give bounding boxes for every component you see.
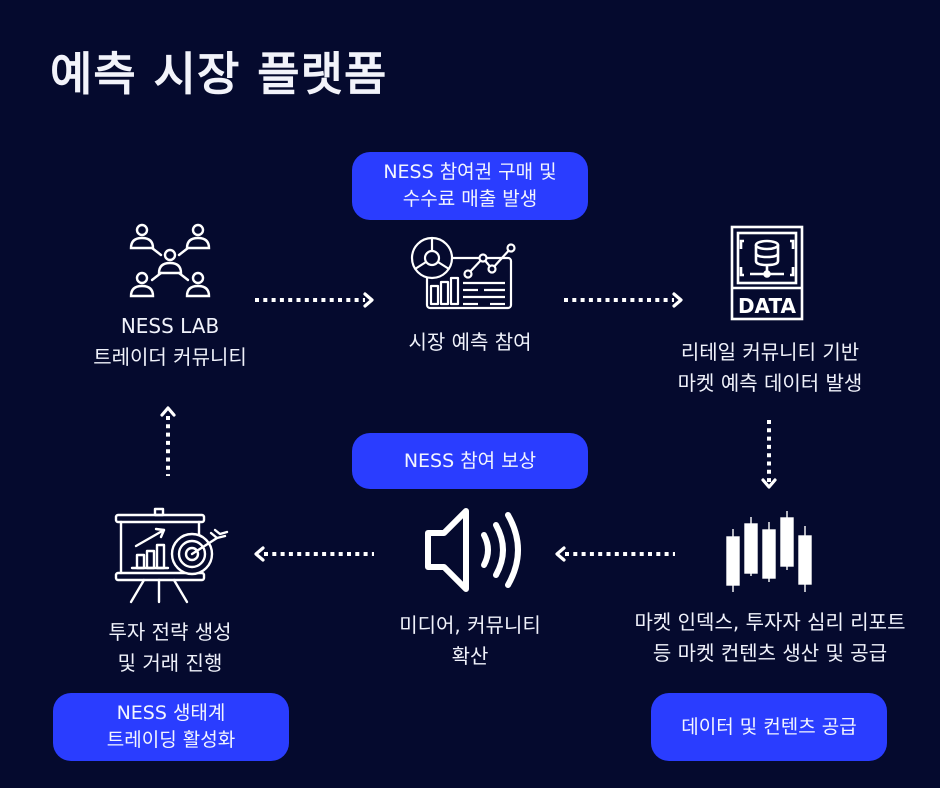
node-media-line1: 미디어, 커뮤니티 [399, 613, 541, 637]
pill-ecosystem-trading: NESS 생태계 트레이딩 활성화 [53, 693, 289, 761]
node-data-label: 리테일 커뮤니티 기반 마켓 예측 데이터 발생 [640, 337, 900, 399]
arrow-prediction-to-data [562, 292, 686, 308]
pill-reward-line1: NESS 참여 보상 [403, 449, 537, 472]
node-prediction-label: 시장 예측 참여 [370, 327, 570, 358]
candlestick-chart-icon [725, 510, 815, 596]
node-media-label: 미디어, 커뮤니티 확산 [370, 610, 570, 672]
pill-data-content-supply: 데이터 및 컨텐츠 공급 [651, 693, 887, 761]
node-content-line2: 등 마켓 컨텐츠 생산 및 공급 [652, 641, 888, 665]
node-strategy-line1: 투자 전략 생성 [108, 620, 232, 644]
presentation-target-icon [114, 507, 230, 604]
node-content-label: 마켓 인덱스, 투자자 심리 리포트 등 마켓 컨텐츠 생산 및 공급 [600, 607, 940, 669]
pill-purchase-revenue: NESS 참여권 구매 및 수수료 매출 발생 [352, 152, 588, 220]
node-content-line1: 마켓 인덱스, 투자자 심리 리포트 [634, 610, 906, 634]
speaker-volume-icon [424, 505, 524, 595]
pill-ecosystem-line1: NESS 생태계 [116, 702, 226, 724]
node-community-line2: 트레이더 커뮤니티 [93, 345, 247, 369]
pill-purchase-line2: 수수료 매출 발생 [402, 188, 538, 210]
data-database-icon: DATA [730, 225, 804, 321]
node-community-line1: NESS LAB [120, 314, 220, 338]
node-data-line2: 마켓 예측 데이터 발생 [677, 371, 863, 395]
node-prediction-line1: 시장 예측 참여 [408, 330, 532, 354]
node-strategy-label: 투자 전략 생성 및 거래 진행 [70, 617, 270, 679]
arrow-data-to-content [761, 418, 777, 492]
pill-purchase-line1: NESS 참여권 구매 및 [383, 161, 557, 183]
arrow-community-to-prediction [253, 292, 377, 308]
node-community-label: NESS LAB 트레이더 커뮤니티 [70, 311, 270, 373]
pill-supply-line1: 데이터 및 컨텐츠 공급 [681, 715, 857, 738]
pill-participation-reward: NESS 참여 보상 [352, 433, 588, 489]
arrow-content-to-media [553, 546, 677, 562]
node-media-line2: 확산 [451, 644, 489, 668]
page-title: 예측 시장 플랫폼 [50, 47, 388, 101]
data-icon-text: DATA [738, 294, 797, 318]
pill-ecosystem-line2: 트레이딩 활성화 [106, 729, 236, 751]
network-people-icon [128, 222, 212, 300]
dashboard-analytics-icon [408, 236, 516, 310]
node-strategy-line2: 및 거래 진행 [117, 651, 223, 675]
arrow-media-to-strategy [252, 546, 376, 562]
node-data-line1: 리테일 커뮤니티 기반 [680, 340, 860, 364]
arrow-strategy-to-community [160, 404, 176, 478]
